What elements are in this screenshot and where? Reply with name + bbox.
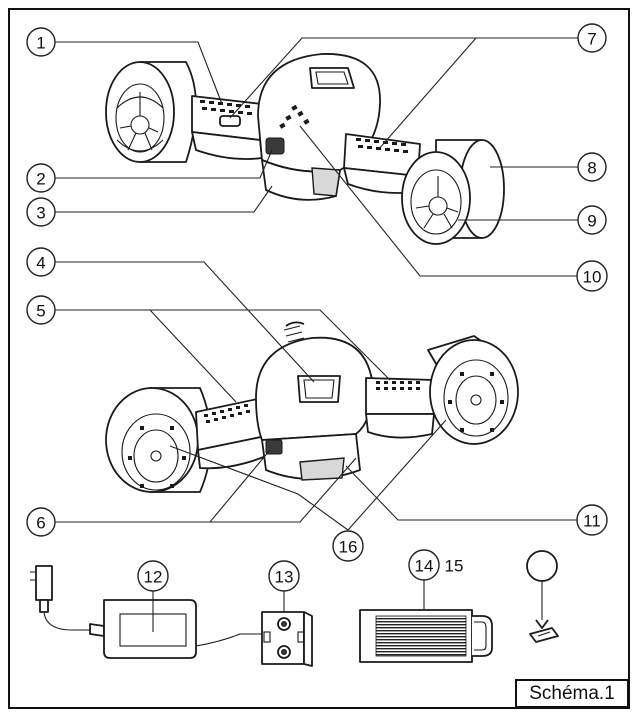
- power-cord-illustration: [30, 565, 105, 637]
- callout-3: 3: [26, 197, 56, 227]
- callout-label-10: 10: [583, 268, 602, 287]
- callout-label-13: 13: [275, 568, 294, 587]
- callout-8: 8: [577, 152, 607, 182]
- bottom-scooter-illustration: [105, 321, 519, 493]
- bottom-left-thruster: [105, 387, 212, 493]
- top-left-arm: [191, 95, 263, 160]
- callout-13: 13: [268, 560, 300, 592]
- top-scooter-illustration: [105, 53, 505, 245]
- callout-label-6: 6: [36, 514, 45, 533]
- callout-9: 9: [577, 205, 607, 235]
- callout-label-5: 5: [36, 302, 45, 321]
- callout-4: 4: [26, 247, 56, 277]
- bottom-left-arm: [195, 397, 267, 470]
- callout-label-14: 14: [415, 557, 434, 576]
- callout-label-12: 12: [144, 568, 163, 587]
- callout-1: 1: [26, 27, 56, 57]
- top-left-thruster: [105, 61, 197, 163]
- callout-label-7: 7: [587, 30, 596, 49]
- bottom-right-arm: [365, 377, 435, 439]
- callout-14: 14: [408, 549, 440, 581]
- charging-connector-illustration: [261, 611, 313, 667]
- callout-2: 2: [26, 163, 56, 193]
- bottom-right-thruster: [427, 335, 519, 445]
- callout-label-4: 4: [36, 254, 45, 273]
- callout-label-11: 11: [583, 512, 601, 531]
- callout-label-8: 8: [587, 159, 596, 178]
- callout-10: 10: [576, 260, 608, 292]
- callout-15: 15: [445, 557, 464, 576]
- bottom-central-body: [255, 321, 374, 481]
- callout-12: 12: [137, 560, 169, 592]
- callout-label-15: 15: [445, 557, 464, 576]
- leader-lines: [55, 37, 578, 632]
- callout-label-9: 9: [587, 212, 596, 231]
- callout-label-16: 16: [339, 538, 358, 557]
- callout-label-1: 1: [36, 34, 45, 53]
- top-right-arm: [343, 133, 421, 194]
- schema-caption: Schéma.1: [515, 679, 629, 708]
- callout-7: 7: [577, 23, 607, 53]
- callout-label-3: 3: [36, 204, 45, 223]
- callout-16: 16: [332, 530, 364, 562]
- diagram-frame: [8, 8, 630, 709]
- small-part-illustration: [526, 550, 559, 643]
- callout-label-2: 2: [36, 170, 45, 189]
- top-right-thruster: [401, 139, 505, 245]
- battery-illustration: [359, 609, 493, 663]
- charger-adapter-illustration: [103, 599, 262, 659]
- callout-6: 6: [26, 507, 56, 537]
- callout-11: 11: [576, 504, 608, 536]
- callout-5: 5: [26, 295, 56, 325]
